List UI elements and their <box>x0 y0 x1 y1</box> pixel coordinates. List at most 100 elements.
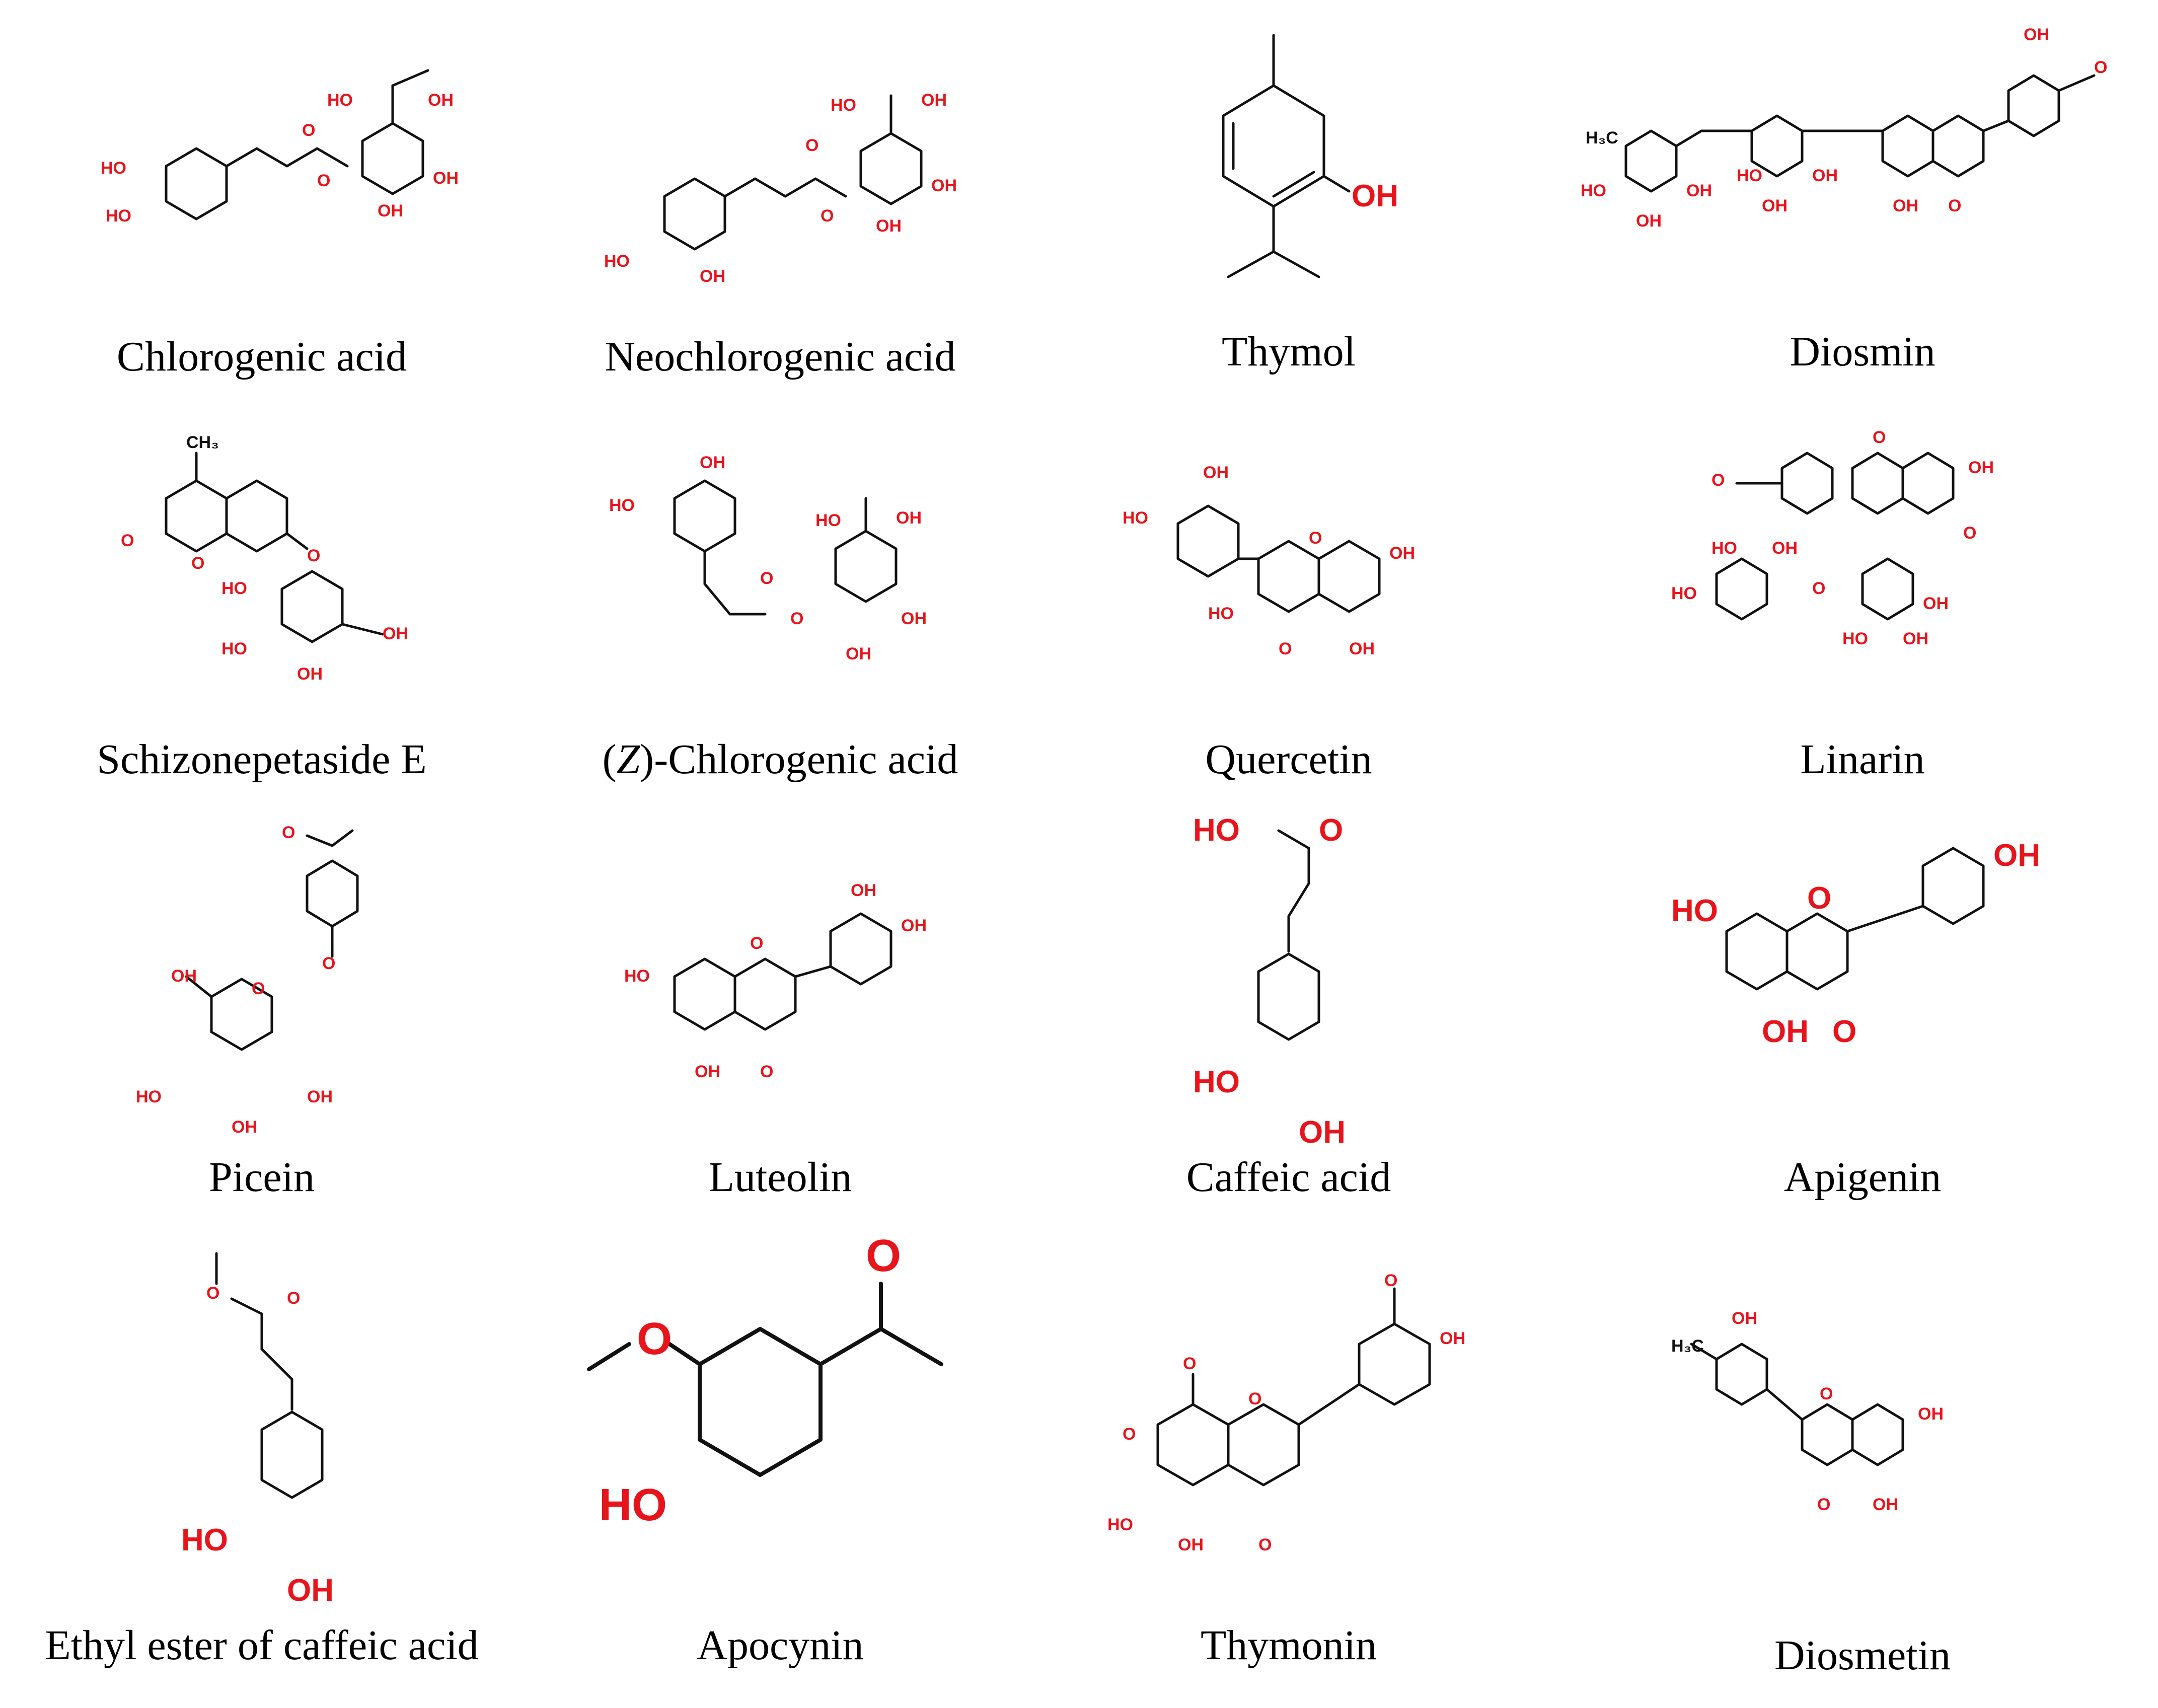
apigenin-structure: HO O OH OH O <box>1671 838 2040 1049</box>
atom-label: OH <box>700 453 725 472</box>
atom-label: OH <box>896 508 922 528</box>
atom-label: O <box>1123 1425 1136 1444</box>
atom-label: HO <box>1711 539 1737 558</box>
atom-label: HO <box>1581 181 1606 200</box>
atom-label: HO <box>815 511 841 530</box>
atom-label: O <box>1820 1384 1833 1403</box>
caffeic-acid-structure: HO O HO OH <box>1193 813 1346 1150</box>
atom-label: O <box>821 206 834 226</box>
atom-label: O <box>750 934 763 953</box>
atom-label: OH <box>307 1087 333 1106</box>
atom-label: HO <box>106 206 131 226</box>
diosmin-structure: H₃C HO OH OH HO OH OH OH O OH O <box>1581 25 2107 231</box>
compound-name: Diosmetin <box>1774 1632 1951 1679</box>
atom-label: OH <box>1918 1404 1944 1424</box>
compound-cell-luteolin: HO O OH OH OH O Luteolin <box>549 810 1012 1223</box>
compound-name-prefix: ( <box>602 736 617 783</box>
atom-label: O <box>790 609 803 628</box>
atom-label: O <box>322 954 335 973</box>
atom-label: OH <box>931 176 957 195</box>
compound-name: Ethyl ester of caffeic acid <box>45 1622 479 1669</box>
compound-cell-chlorogenic-acid: O O HO HO HO OH OH OH Chlorogenic acid <box>30 30 493 393</box>
atom-label: CH₃ <box>186 433 219 452</box>
atom-label: OH <box>876 216 902 236</box>
atom-label: OH <box>846 644 871 663</box>
atom-label: HO <box>624 967 650 986</box>
atom-label: OH <box>921 91 947 110</box>
atom-label: O <box>1711 471 1725 490</box>
atom-label: H₃C <box>1586 128 1618 147</box>
atom-label: OH <box>1993 838 2040 873</box>
atom-label: OH <box>297 664 323 684</box>
atom-label: O <box>1817 1495 1830 1514</box>
atom-label: O <box>1183 1354 1196 1373</box>
compound-cell-neochlorogenic-acid: O O HO OH HO OH OH OH Neochlorogenic aci… <box>549 30 1012 393</box>
compound-name: Schizonepetaside E <box>97 736 427 783</box>
compound-cell-apocynin: O O HO Apocynin <box>549 1228 1012 1681</box>
schizonepetaside-e-structure: CH₃ O O O HO HO OH OH <box>121 433 408 684</box>
compound-name: (Z)-Chlorogenic acid <box>549 735 1012 784</box>
atom-label: O <box>252 979 265 998</box>
atom-label: OH <box>1893 196 1918 215</box>
atom-label: O <box>760 1062 773 1081</box>
compound-name: Picein <box>209 1154 315 1201</box>
atom-label: OH <box>232 1118 257 1137</box>
picein-structure: O O O OH HO OH OH <box>136 823 359 1137</box>
atom-label: O <box>1309 529 1322 548</box>
atom-label: OH <box>1873 1495 1898 1514</box>
atom-label: OH <box>1352 179 1398 213</box>
atom-label: HO <box>1107 1515 1133 1534</box>
atom-label: O <box>1319 813 1343 848</box>
atom-label: O <box>1384 1271 1397 1290</box>
atom-label: OH <box>287 1573 334 1608</box>
atom-label: OH <box>1968 458 1994 477</box>
atom-label: HO <box>1737 166 1762 185</box>
atom-label: OH <box>695 1062 720 1081</box>
atom-label: H₃C <box>1671 1336 1704 1356</box>
atom-label: OH <box>851 881 876 900</box>
compound-cell-thymol: OH Thymol <box>1057 15 1520 393</box>
compound-name: Linarin <box>1800 736 1925 783</box>
atom-label: HO <box>327 91 353 110</box>
compound-name: Thymonin <box>1201 1622 1377 1669</box>
atom-label: OH <box>1762 196 1788 215</box>
atom-label: OH <box>171 967 197 986</box>
atom-label: O <box>1873 428 1886 447</box>
compound-name: Chlorogenic acid <box>116 333 407 380</box>
atom-label: O <box>282 823 295 842</box>
atom-label: HO <box>221 639 247 658</box>
atom-label: OH <box>1732 1309 1757 1328</box>
atom-label: OH <box>700 267 725 286</box>
atom-label: HO <box>604 252 630 271</box>
atom-label: OH <box>1923 594 1949 613</box>
compound-cell-ethyl-caffeate: O O HO OH Ethyl ester of caffeic acid <box>0 1228 524 1681</box>
compound-name-italic: Z <box>616 736 640 783</box>
compound-cell-apigenin: HO O OH OH O Apigenin <box>1571 810 2154 1223</box>
atom-label: OH <box>1299 1115 1346 1150</box>
compound-name: Luteolin <box>708 1154 852 1201</box>
atom-label: HO <box>1193 813 1240 848</box>
compound-name: Neochlorogenic acid <box>605 333 956 380</box>
atom-label: O <box>307 546 320 565</box>
compound-cell-diosmetin: H₃C OH O OH O OH Diosmetin <box>1571 1228 2154 1681</box>
atom-label: HO <box>101 159 126 178</box>
atom-label: OH <box>1636 211 1662 231</box>
atom-label: OH <box>1440 1329 1465 1348</box>
atom-label: HO <box>1842 629 1868 648</box>
atom-label: OH <box>1686 181 1712 200</box>
compound-cell-thymonin: O O O O OH HO OH O Thymonin <box>1057 1228 1520 1681</box>
compound-cell-linarin: O O OH O HO HO OH O OH HO OH Linarin <box>1571 423 2154 805</box>
atom-label: O <box>317 171 330 190</box>
atom-label: O <box>1258 1535 1272 1554</box>
thymol-structure: OH <box>1222 34 1398 278</box>
chlorogenic-acid-structure: O O HO HO HO OH OH OH <box>101 69 459 226</box>
atom-label: HO <box>599 1480 667 1530</box>
atom-label: HO <box>1208 604 1234 623</box>
thymonin-structure: O O O O OH HO OH O <box>1107 1271 1465 1554</box>
atom-label: OH <box>1812 166 1838 185</box>
ethyl-caffeate-structure: O O HO OH <box>181 1252 334 1608</box>
atom-label: O <box>121 531 134 550</box>
atom-label: O <box>866 1231 901 1281</box>
atom-label: HO <box>1671 894 1718 928</box>
